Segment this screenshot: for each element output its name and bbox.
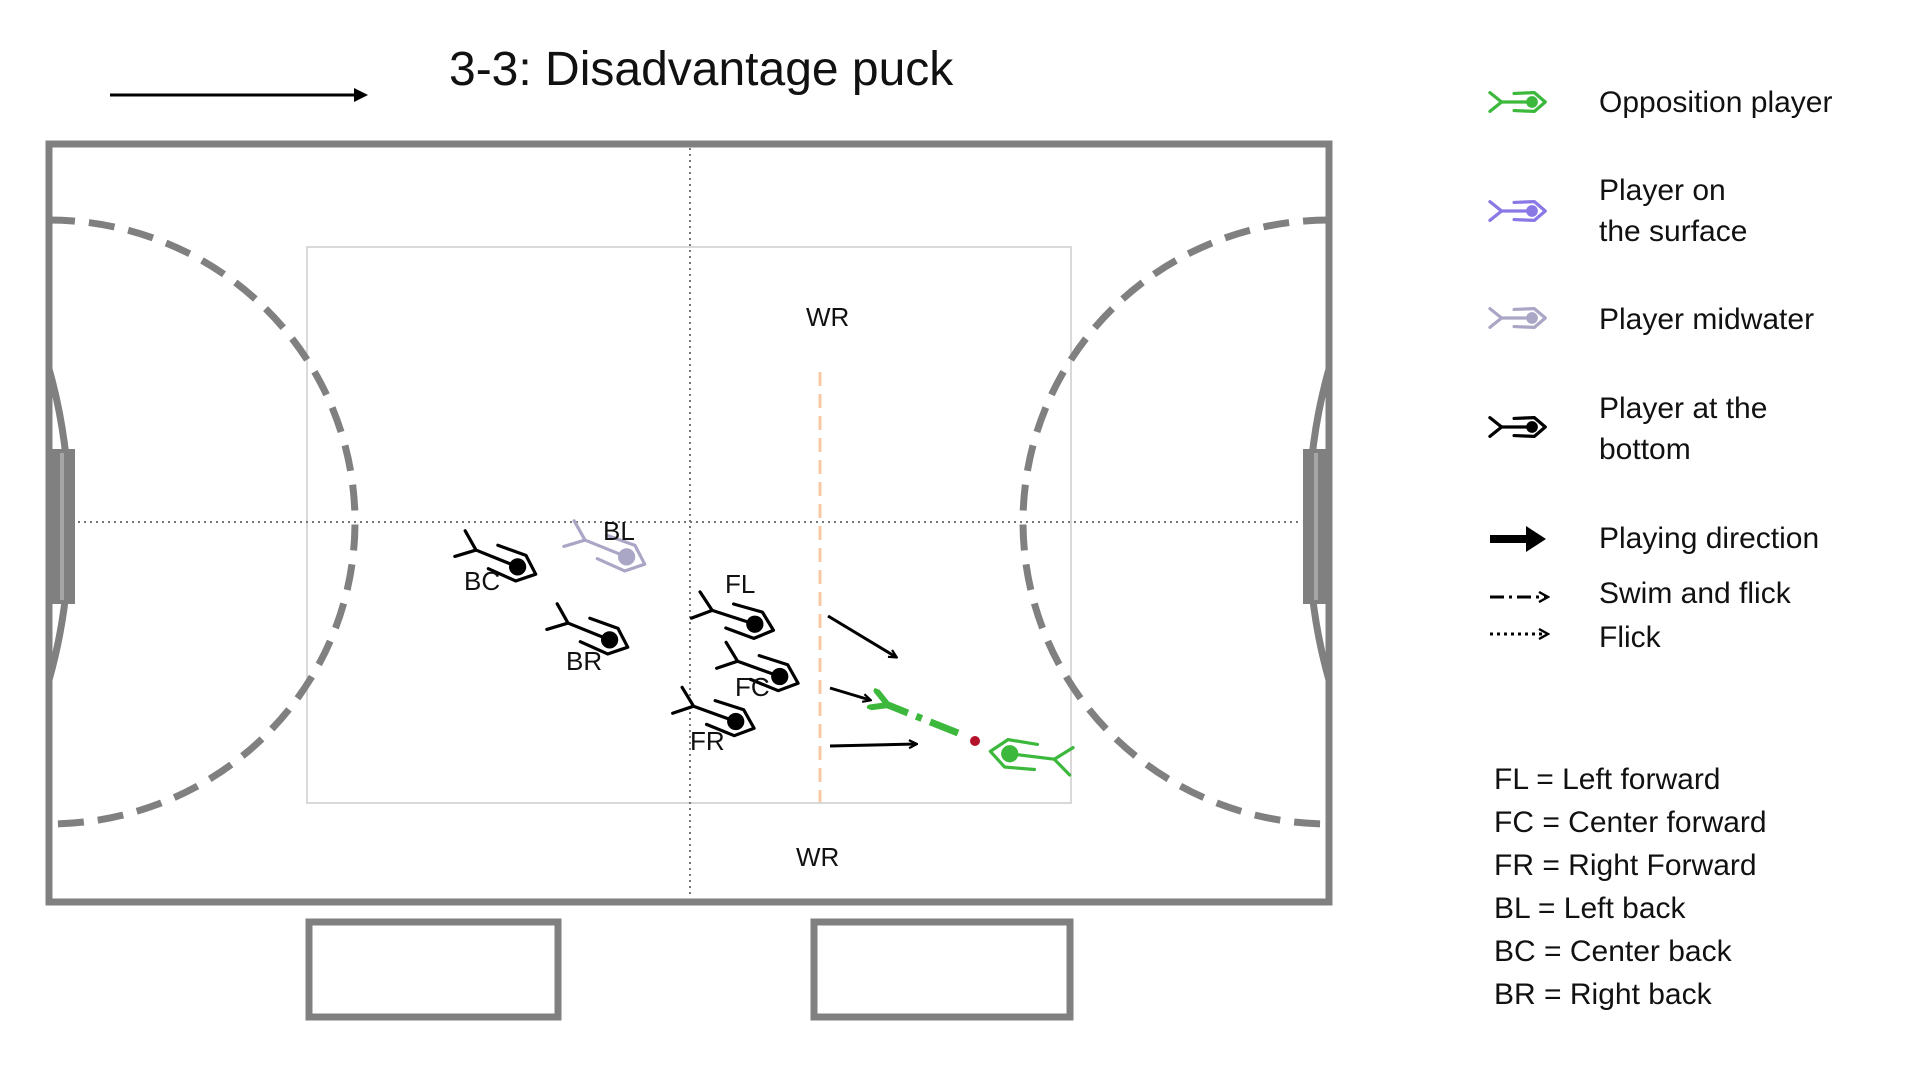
legend-label-surface: Player on the surface — [1599, 174, 1748, 248]
legend-label-direction: Playing direction — [1599, 522, 1820, 555]
legend-label-swim-flick: Swim and flick — [1599, 577, 1791, 610]
legend-player-icon — [1488, 307, 1547, 329]
legend-label-midwater: Player midwater — [1599, 303, 1815, 336]
player-fc — [715, 640, 800, 693]
label-fl: FL — [725, 569, 756, 599]
fr-move-arrow — [829, 744, 916, 746]
label-bc: BC — [464, 566, 501, 596]
abbreviation-item: BL = Left back — [1494, 892, 1686, 925]
label-br: BR — [566, 646, 603, 676]
abbreviation-item: BC = Center back — [1494, 935, 1732, 968]
label-wr-bottom: WR — [796, 842, 840, 872]
left-goal — [49, 449, 75, 604]
fc-move-arrow — [829, 686, 870, 700]
bench-right — [810, 918, 1074, 1021]
player-fl — [689, 590, 776, 640]
puck — [970, 736, 980, 746]
players — [453, 519, 1075, 777]
left-dashed-arc — [49, 216, 359, 828]
abbreviation-item: FC = Center forward — [1494, 806, 1767, 839]
legend-thick-arrow-icon — [1490, 526, 1546, 552]
player-br — [545, 602, 630, 656]
title-direction-arrowhead — [354, 88, 368, 102]
legend-label-bottom: Player at the bottom — [1599, 392, 1768, 466]
label-bl: BL — [603, 516, 635, 546]
bench-left — [305, 918, 562, 1021]
player-opposition — [988, 738, 1075, 777]
player-bc — [453, 529, 538, 583]
legend-label-flick: Flick — [1599, 621, 1661, 654]
legend-label-opposition: Opposition player — [1599, 86, 1833, 119]
player-fr — [671, 685, 756, 738]
right-goal — [1303, 449, 1329, 604]
legend-player-icon — [1488, 200, 1547, 222]
legend-player-icon — [1488, 416, 1547, 438]
label-fc: FC — [735, 672, 770, 702]
legend-icons — [1488, 91, 1547, 634]
player-bl — [562, 519, 647, 573]
label-wr-top: WR — [806, 302, 850, 332]
legend-player-icon — [1488, 91, 1547, 113]
fl-move-arrow — [827, 614, 896, 657]
abbreviation-item: FR = Right Forward — [1494, 849, 1757, 882]
right-dashed-arc — [1019, 216, 1329, 828]
abbreviation-item: FL = Left forward — [1494, 763, 1721, 796]
opposition-swim-flick-arrow — [888, 705, 960, 737]
diagram-title: 3-3: Disadvantage puck — [449, 43, 954, 96]
label-fr: FR — [690, 726, 725, 756]
abbreviation-item: BR = Right back — [1494, 978, 1712, 1011]
